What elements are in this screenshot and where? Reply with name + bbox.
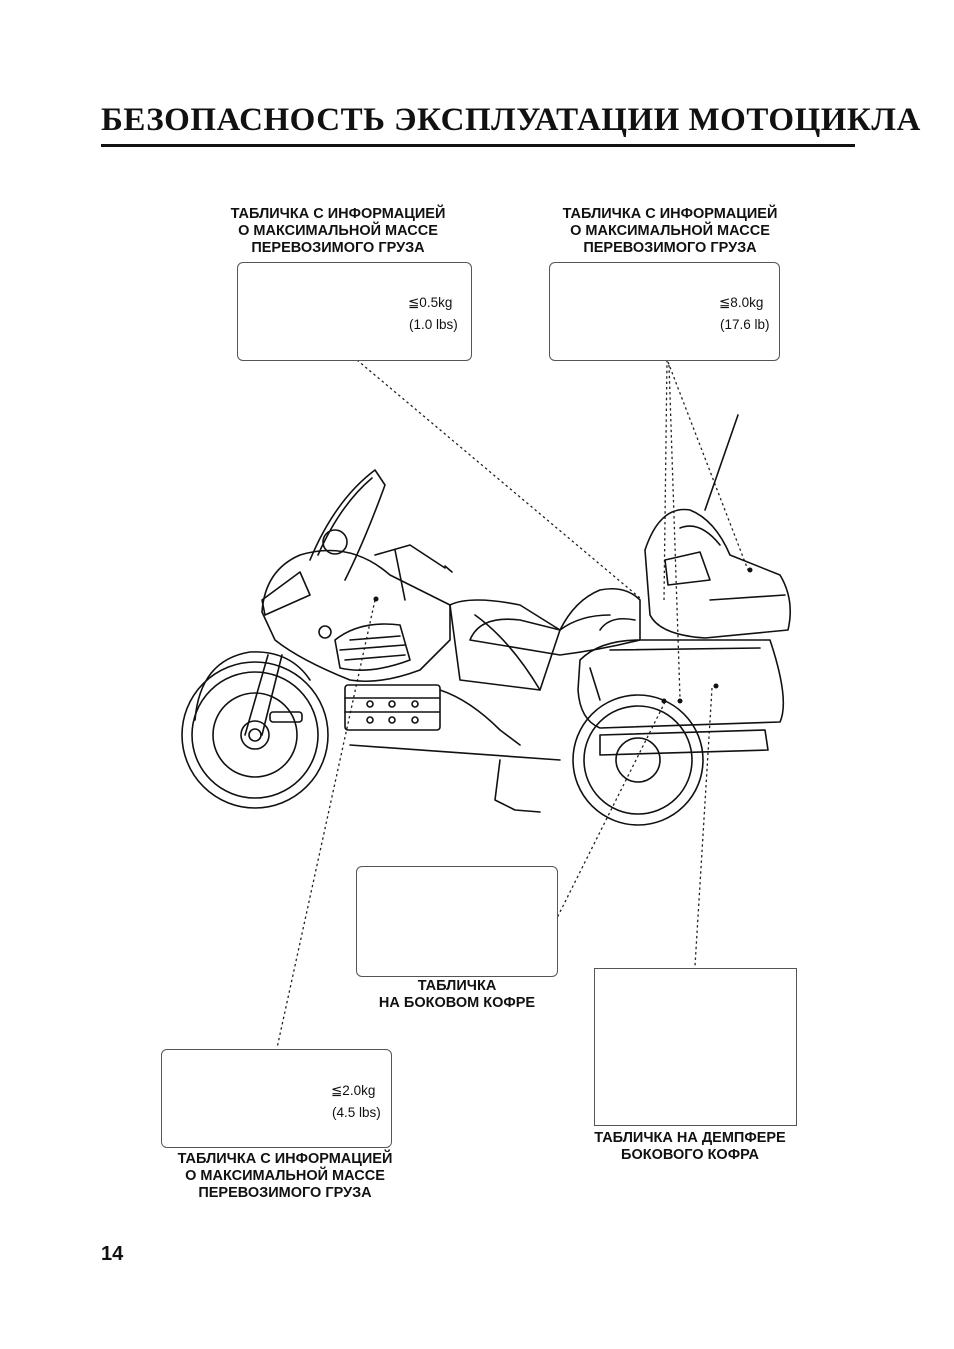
cargo-limit-plate-bottom-left	[161, 1049, 392, 1148]
cargo-limit-value-alt: (1.0 lbs)	[409, 317, 458, 332]
cargo-limit-plate-top-left	[237, 262, 472, 361]
page-title: БЕЗОПАСНОСТЬ ЭКСПЛУАТАЦИИ МОТОЦИКЛА	[101, 102, 921, 138]
label-caption-top-right: ТАБЛИЧКА С ИНФОРМАЦИЕЙ О МАКСИМАЛЬНОЙ МА…	[562, 206, 778, 256]
label-caption-bottom-left: ТАБЛИЧКА С ИНФОРМАЦИЕЙ О МАКСИМАЛЬНОЙ МА…	[177, 1151, 393, 1201]
label-caption-damper: ТАБЛИЧКА НА ДЕМПФЕРЕ БОКОВОГО КОФРА	[594, 1130, 786, 1163]
motorcycle-illustration	[181, 414, 791, 826]
label-caption-top-left: ТАБЛИЧКА С ИНФОРМАЦИЕЙ О МАКСИМАЛЬНОЙ МА…	[230, 206, 446, 256]
cargo-limit-value: ≦2.0kg	[331, 1083, 376, 1098]
cargo-limit-value-alt: (4.5 lbs)	[332, 1105, 381, 1120]
page-number: 14	[101, 1243, 124, 1265]
cargo-limit-value: ≦8.0kg	[719, 295, 764, 310]
cargo-limit-plate-top-right	[549, 262, 780, 361]
label-caption-saddlebag: ТАБЛИЧКА НА БОКОВОМ КОФРЕ	[378, 978, 536, 1011]
damper-plate	[594, 968, 797, 1126]
saddlebag-plate	[356, 866, 558, 977]
cargo-limit-value-alt: (17.6 lb)	[720, 317, 770, 332]
cargo-limit-value: ≦0.5kg	[408, 295, 453, 310]
title-rule	[101, 144, 855, 147]
